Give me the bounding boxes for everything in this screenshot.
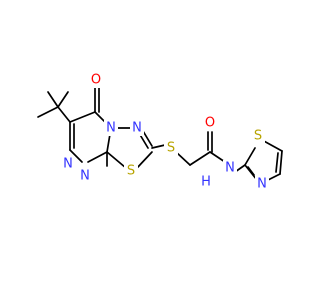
bond bbox=[47, 91, 59, 108]
bond bbox=[57, 106, 71, 123]
bond bbox=[244, 147, 256, 166]
bond bbox=[69, 111, 96, 123]
bond bbox=[189, 151, 211, 166]
atom-nitrogen-thiadiazole: N bbox=[132, 121, 142, 136]
bond bbox=[69, 149, 83, 163]
bond bbox=[261, 139, 283, 152]
atom-oxygen-carbonyl: O bbox=[91, 73, 101, 88]
atom-sulfur-thiazole: S bbox=[254, 129, 262, 144]
atom-nitrogen-triazine-bottom: N bbox=[80, 169, 90, 184]
bond bbox=[175, 151, 191, 166]
bond bbox=[136, 151, 153, 169]
bond bbox=[151, 144, 166, 149]
atom-nitrogen-thiazole: N bbox=[257, 177, 267, 192]
bond bbox=[209, 151, 226, 163]
bond bbox=[279, 150, 283, 175]
bond bbox=[57, 91, 69, 108]
atom-hydrogen-amide: H bbox=[201, 175, 211, 190]
bond bbox=[37, 106, 59, 118]
atom-nitrogen-bridgehead: N bbox=[106, 121, 116, 136]
atom-labels: O N N N N S S O N H S N bbox=[61, 72, 269, 192]
atom-nitrogen-triazine-left: N bbox=[63, 157, 73, 172]
atom-nitrogen-amide: N bbox=[225, 161, 235, 176]
bond bbox=[106, 151, 127, 169]
atom-sulfur-thioether: S bbox=[167, 141, 175, 156]
molecule-structure: O N N N N S S O N H S N bbox=[37, 72, 283, 192]
bond-lines bbox=[37, 87, 283, 181]
atom-oxygen-amide: O bbox=[205, 116, 215, 131]
bond bbox=[247, 166, 255, 176]
bond bbox=[275, 152, 279, 173]
bond bbox=[87, 151, 108, 163]
bond bbox=[267, 173, 281, 181]
atom-sulfur-thiadiazole: S bbox=[127, 164, 135, 179]
